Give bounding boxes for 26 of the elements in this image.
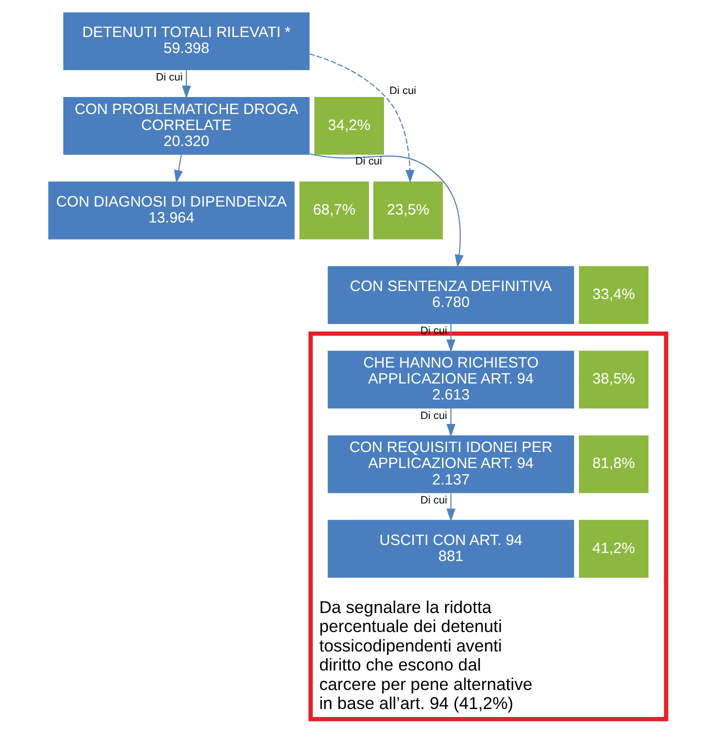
node-box: 23,5%: [373, 182, 443, 240]
node-box: DETENUTI TOTALI RILEVATI * 59.398: [63, 12, 310, 70]
node-box: 41,2%: [578, 520, 648, 578]
node-box: 34,2%: [314, 96, 384, 155]
arrow: [309, 53, 415, 183]
node-box: 81,8%: [578, 435, 648, 494]
node-box: CON PROBLEMATICHE DROGA CORRELATE 20.320: [63, 96, 310, 155]
edge-label: Di cui: [420, 410, 448, 422]
node-box: USCITI CON ART. 94 881: [328, 520, 574, 578]
arrow: [174, 154, 183, 184]
arrow: [446, 493, 456, 522]
node-box: CON SENTENZA DEFINITIVA 6.780: [328, 266, 574, 324]
node-box: CON REQUISITI IDONEI PER APPLICAZIONE ART. 94 2.137: [328, 435, 574, 494]
edge-label: Di cui: [420, 494, 448, 506]
edge-label: Di cui: [355, 156, 382, 168]
edge-label: Di cui: [389, 84, 416, 97]
node-box: 38,5%: [578, 350, 648, 409]
node-box: 33,4%: [578, 266, 648, 324]
arrow: [446, 324, 456, 352]
edge-label: Di cui: [156, 71, 183, 84]
arrow: [310, 153, 464, 268]
node-box: CON DIAGNOSI DI DIPENDENZA 13.964: [48, 182, 295, 240]
arrow: [182, 70, 191, 99]
node-box: 68,7%: [299, 182, 369, 240]
node-box: CHE HANNO RICHIESTO APPLICAZIONE ART. 94 2.613: [328, 350, 574, 409]
arrow: [446, 408, 456, 437]
